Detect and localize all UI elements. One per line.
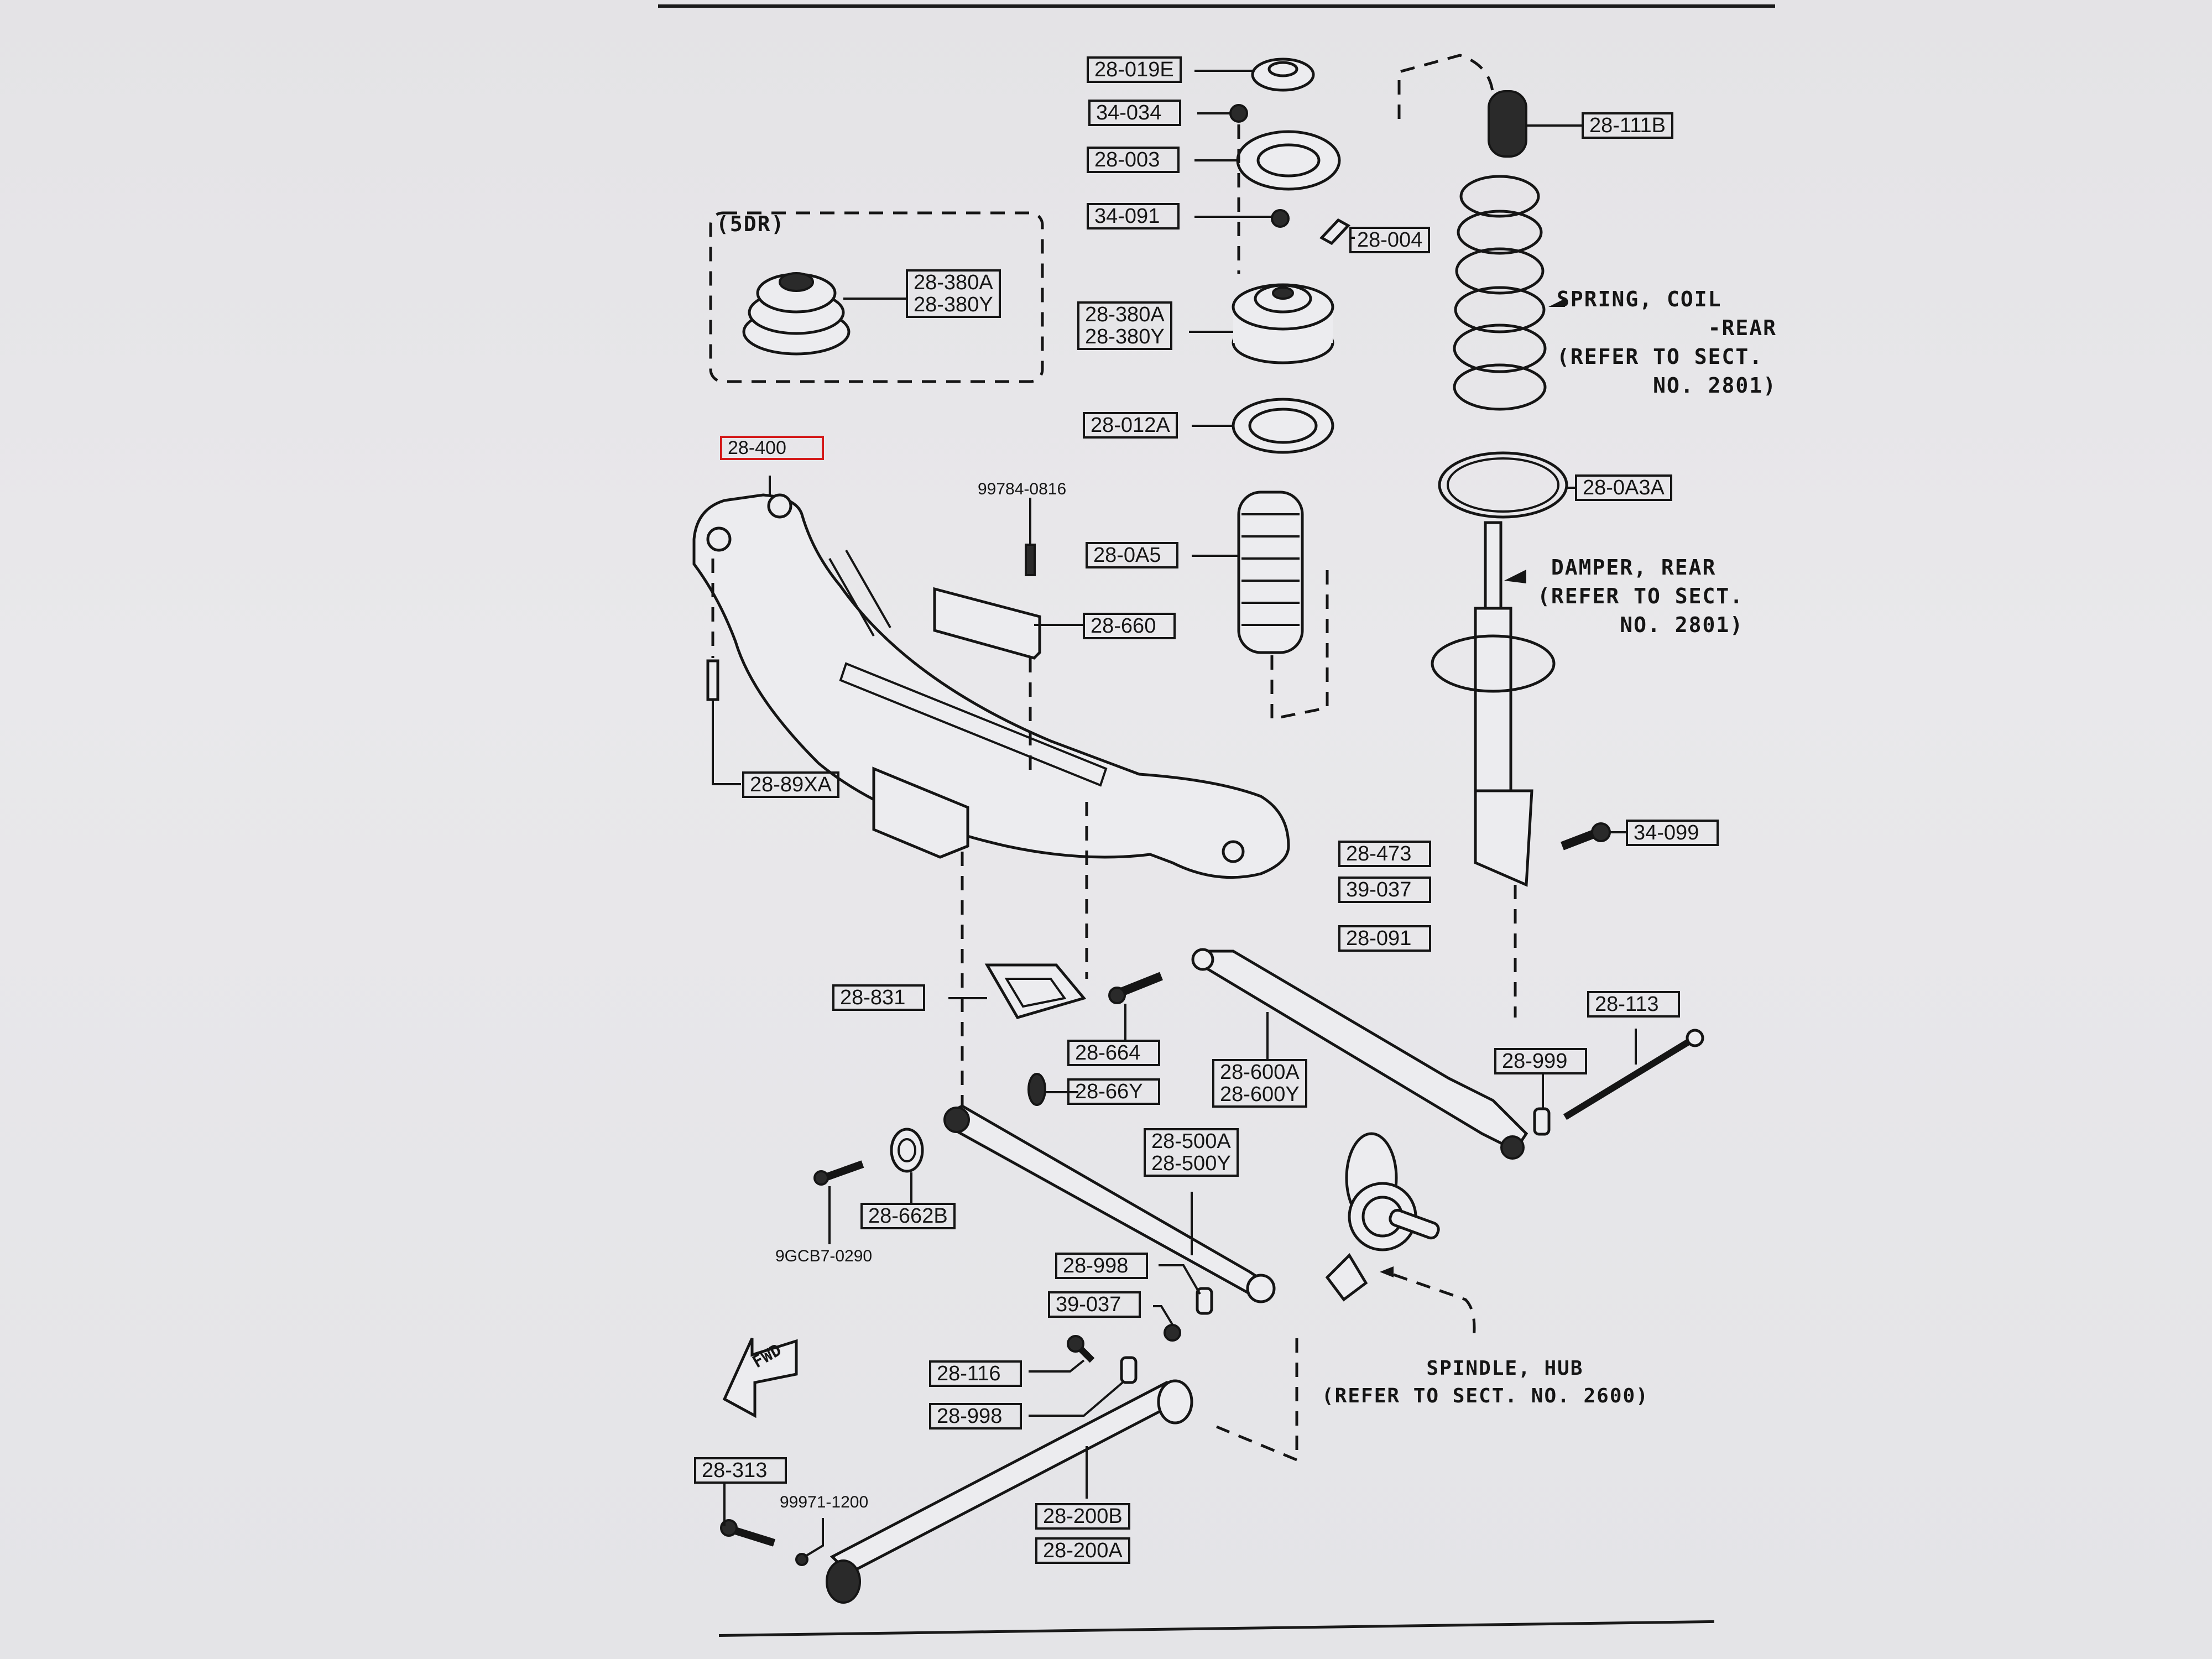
washer-28-003-part [1236, 130, 1341, 191]
callout-39-037-lower[interactable]: 39-037 [1048, 1291, 1141, 1318]
bolt-99784-0816-part [1025, 544, 1036, 576]
nut-34-034-part [1229, 104, 1248, 123]
callout-34-099[interactable]: 34-099 [1626, 820, 1719, 846]
fwd-arrow-icon [722, 1337, 798, 1418]
coil-spring-part [1453, 175, 1547, 411]
callout-28-0A5[interactable]: 28-0A5 [1086, 542, 1178, 568]
callout-28-003[interactable]: 28-003 [1087, 147, 1180, 173]
damper-block-28-660-part [933, 587, 1041, 660]
trailing-link-28-500-part [943, 1104, 1276, 1303]
variant-box-5dr [709, 211, 1044, 383]
bolt-9GCB7-0290-part [813, 1160, 864, 1186]
washer-28-999-part [1533, 1107, 1551, 1136]
bolt-28-113-part [1563, 1029, 1704, 1120]
callout-28-89XA[interactable]: 28-89XA [742, 771, 839, 798]
callout-34-034[interactable]: 34-034 [1088, 100, 1181, 126]
part-number-99784-0816[interactable]: 99784-0816 [978, 480, 1067, 498]
bump-stop-cap-part [1251, 58, 1315, 92]
callout-28-200A[interactable]: 28-200A [1035, 1537, 1130, 1564]
callout-28-600[interactable]: 28-600A 28-600Y [1212, 1059, 1307, 1108]
plate-28-831-part [984, 963, 1087, 1019]
callout-34-091[interactable]: 34-091 [1087, 203, 1180, 229]
crossmember-28-400-part [692, 493, 1290, 879]
callout-28-662B[interactable]: 28-662B [860, 1203, 956, 1229]
spring-seat-28-0A3A-part [1438, 451, 1568, 519]
bolt-28-313-part [720, 1519, 776, 1547]
callout-28-500[interactable]: 28-500A 28-500Y [1144, 1128, 1239, 1177]
callout-28-66Y[interactable]: 28-66Y [1067, 1078, 1160, 1105]
dust-boot-28-0A5-part [1237, 491, 1304, 654]
callout-28-831[interactable]: 28-831 [832, 984, 925, 1011]
note-damper-rear: DAMPER, REAR (REFER TO SECT. NO. 2801) [1537, 555, 1744, 637]
bolt-28-116-part [1067, 1335, 1095, 1363]
washer-28-998-a-part [1196, 1287, 1213, 1315]
callout-28-998-lower[interactable]: 28-998 [929, 1403, 1022, 1430]
callout-28-473[interactable]: 28-473 [1338, 841, 1431, 867]
callout-28-012A[interactable]: 28-012A [1083, 412, 1178, 439]
lateral-link-28-600-part [1191, 948, 1528, 1160]
insulator-28-012A-part [1232, 398, 1334, 454]
washer-28-998-b-part [1120, 1356, 1138, 1384]
note-spring-coil-rear: SPRING, COIL -REAR (REFER TO SECT. NO. 2… [1557, 287, 1777, 398]
strut-mount-5dr-part [742, 272, 851, 356]
part-number-9GCB7-0290[interactable]: 9GCB7-0290 [775, 1247, 873, 1265]
callout-28-116[interactable]: 28-116 [929, 1360, 1022, 1387]
bolt-28-89XA-part [706, 659, 719, 701]
callout-28-091[interactable]: 28-091 [1338, 925, 1431, 952]
callout-39-037-upper[interactable]: 39-037 [1338, 877, 1431, 903]
callout-28-999[interactable]: 28-999 [1494, 1048, 1587, 1074]
callout-28-0A3A[interactable]: 28-0A3A [1575, 474, 1672, 501]
callout-28-019E[interactable]: 28-019E [1087, 56, 1182, 83]
bolt-28-664-part [1108, 972, 1163, 1004]
callout-28-004[interactable]: 28-004 [1349, 227, 1431, 253]
cam-28-66Y-part [1027, 1073, 1046, 1106]
bump-stop-28-111B-part [1488, 90, 1527, 158]
callout-28-380-5dr[interactable]: 28-380A 28-380Y [906, 269, 1001, 318]
bolt-34-099-part [1561, 822, 1611, 851]
nut-34-091-part [1271, 209, 1290, 228]
note-spindle-hub: SPINDLE, HUB (REFER TO SECT. NO. 2600) [1322, 1357, 1649, 1407]
variant-box-title: (5DR) [716, 212, 785, 236]
callout-28-113[interactable]: 28-113 [1587, 991, 1680, 1018]
callout-28-200B[interactable]: 28-200B [1035, 1503, 1130, 1530]
callout-28-400-highlighted[interactable]: 28-400 [720, 436, 824, 460]
callout-28-313[interactable]: 28-313 [694, 1457, 787, 1484]
hub-spindle-part [1325, 1132, 1440, 1302]
bushing-28-662B-part [890, 1128, 924, 1173]
nut-39-037-b-part [1164, 1324, 1181, 1342]
callout-28-998-upper[interactable]: 28-998 [1055, 1253, 1148, 1279]
lower-link-28-200-part [826, 1379, 1193, 1604]
callout-28-380-main[interactable]: 28-380A 28-380Y [1077, 301, 1172, 350]
damper-part [1431, 521, 1556, 887]
callout-28-111B[interactable]: 28-111B [1582, 112, 1674, 139]
clip-28-004-part [1319, 218, 1351, 246]
part-number-99971-1200[interactable]: 99971-1200 [780, 1493, 869, 1511]
top-rule [658, 4, 1775, 8]
callout-28-664[interactable]: 28-664 [1067, 1040, 1160, 1066]
callout-28-660[interactable]: 28-660 [1083, 613, 1176, 639]
strut-mount-main-part [1232, 283, 1334, 364]
